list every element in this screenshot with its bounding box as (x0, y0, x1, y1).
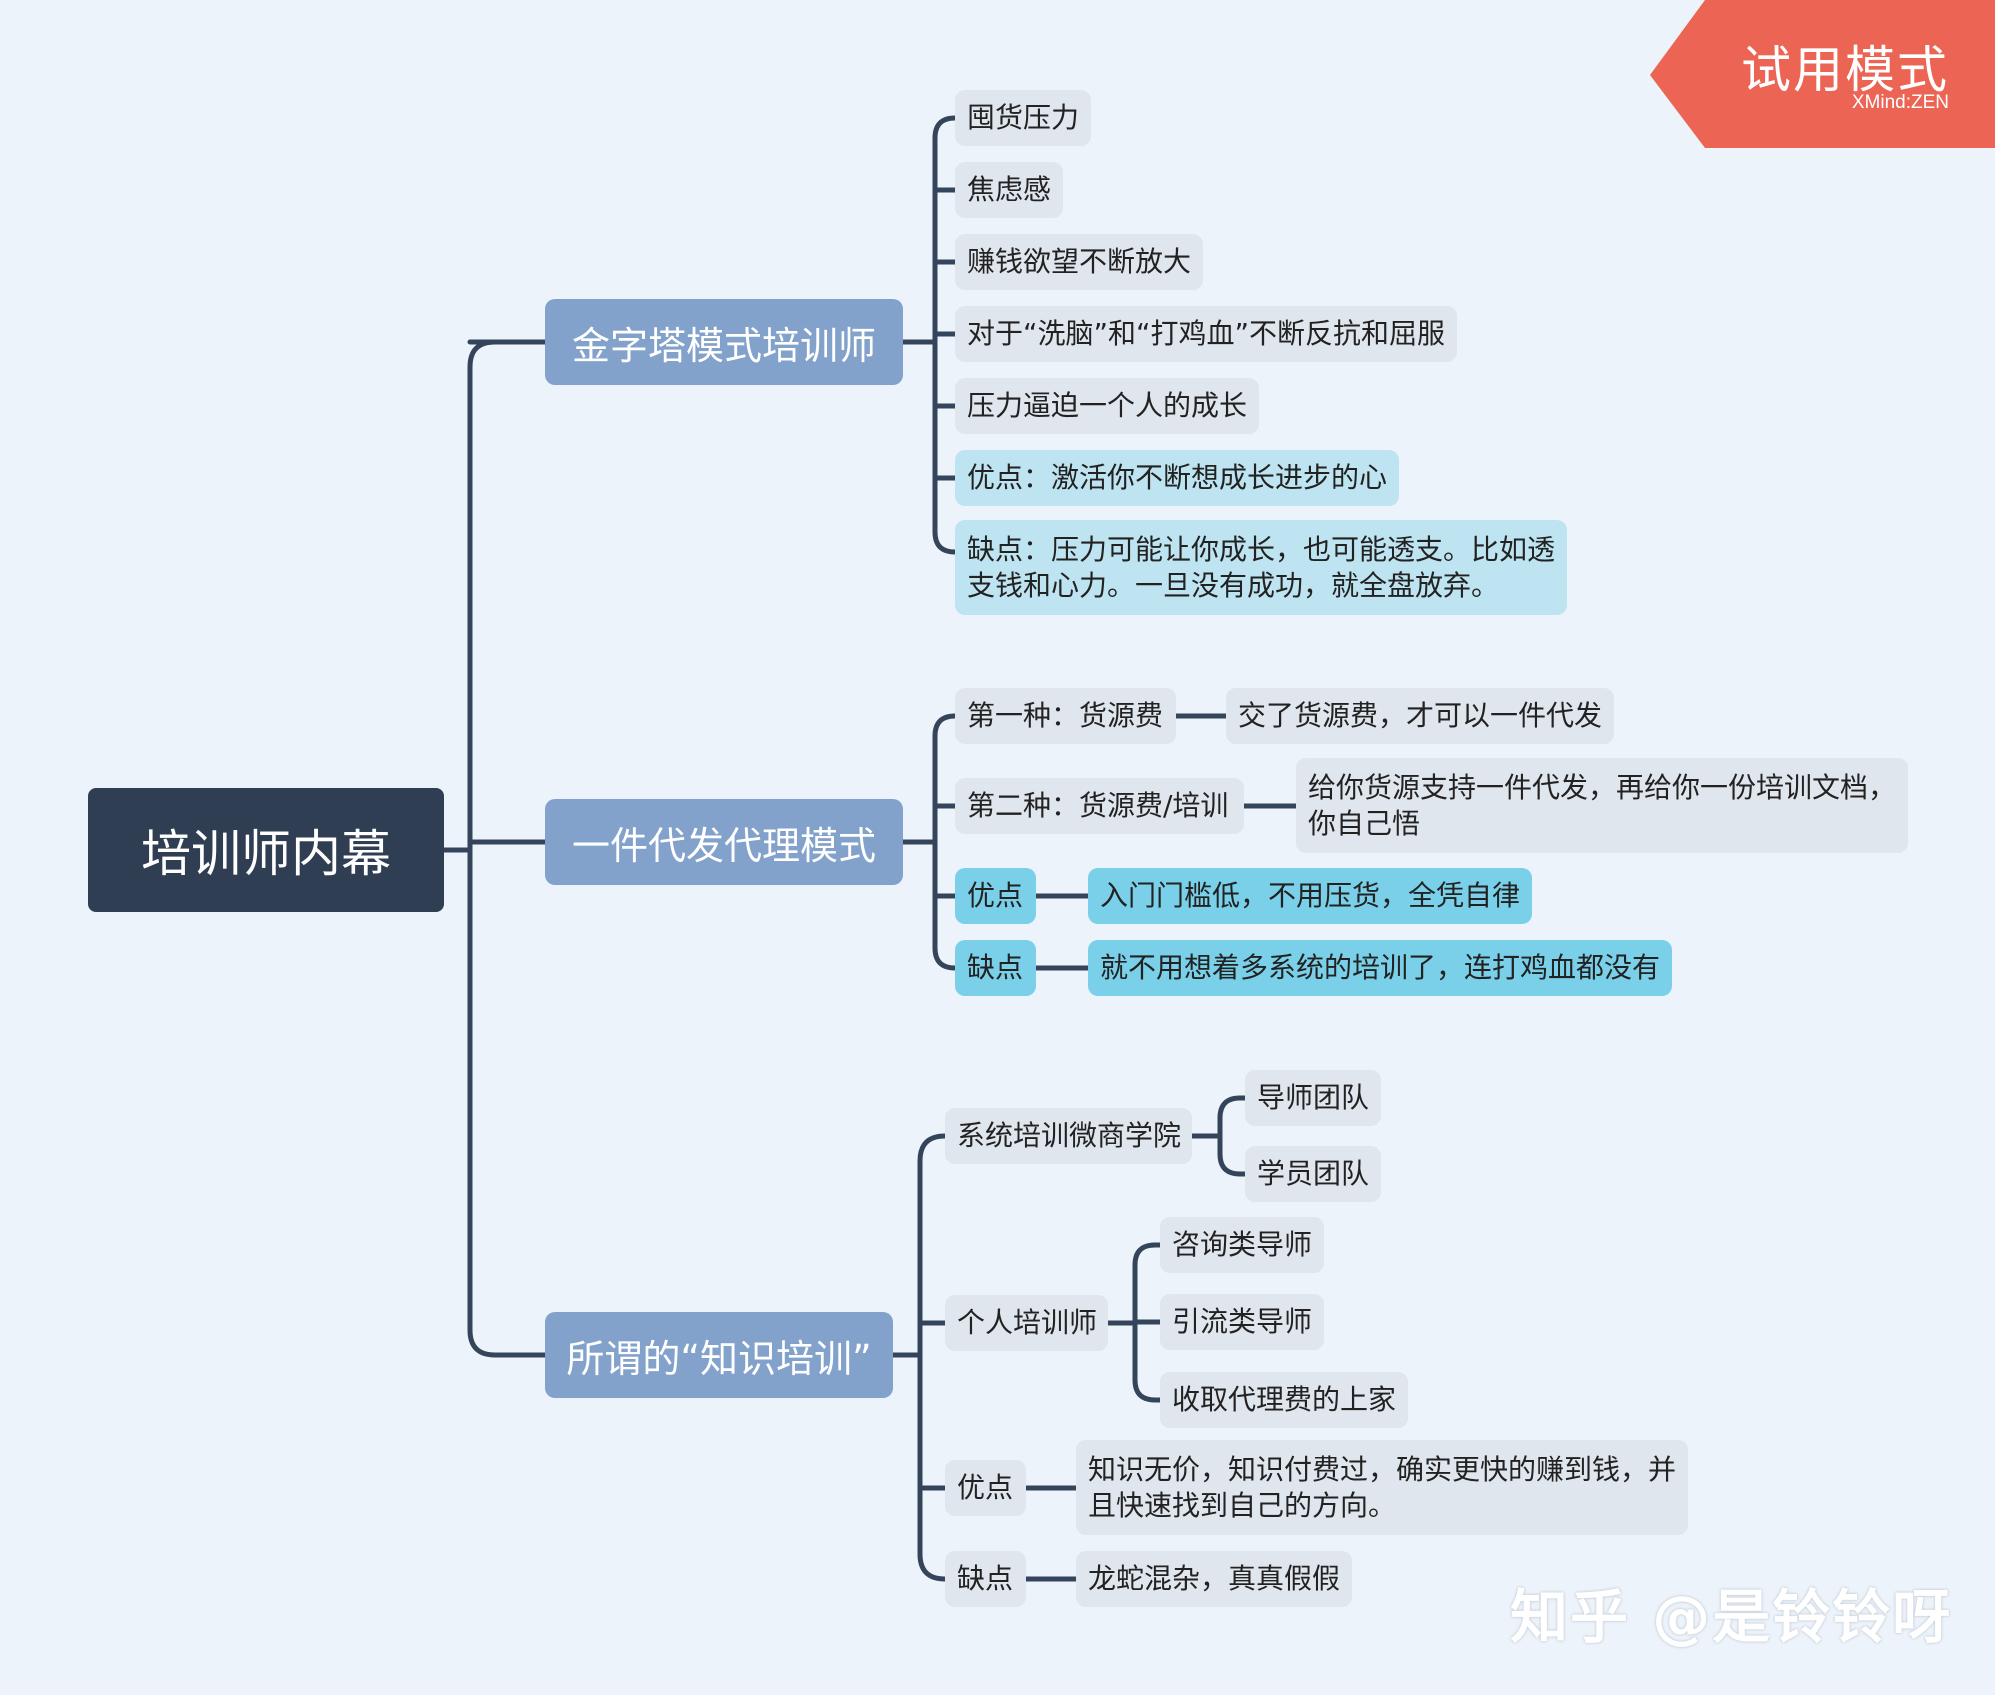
leaf-cons-dropship[interactable]: 缺点 (955, 940, 1036, 996)
leaf-type-two-detail[interactable]: 给你货源支持一件代发，再给你一份培训文档，你自己悟 (1296, 758, 1908, 853)
leaf-student-team[interactable]: 学员团队 (1245, 1146, 1382, 1202)
leaf-type-two[interactable]: 第二种：货源费/培训 (955, 778, 1244, 834)
branch-dropship-agent[interactable]: 一件代发代理模式 (545, 799, 903, 885)
leaf-pros-dropship[interactable]: 优点 (955, 868, 1036, 924)
leaf-pros-knowledge-detail[interactable]: 知识无价，知识付费过，确实更快的赚到钱，并且快速找到自己的方向。 (1076, 1440, 1688, 1535)
branch-knowledge-training[interactable]: 所谓的“知识培训” (545, 1312, 893, 1398)
leaf-pros-knowledge[interactable]: 优点 (945, 1460, 1026, 1516)
leaf-traffic-mentor[interactable]: 引流类导师 (1160, 1294, 1325, 1350)
zhihu-watermark: 知乎 @是铃铃呀 (1510, 1583, 1953, 1651)
leaf-brainwash[interactable]: 对于“洗脑”和“打鸡血”不断反抗和屈服 (955, 306, 1458, 362)
trial-mode-title: 试用模式 (1741, 41, 1949, 99)
leaf-cons-knowledge[interactable]: 缺点 (945, 1551, 1026, 1607)
root-node[interactable]: 培训师内幕 (88, 788, 444, 912)
leaf-type-one-detail[interactable]: 交了货源费，才可以一件代发 (1226, 688, 1615, 744)
leaf-money-desire[interactable]: 赚钱欲望不断放大 (955, 234, 1204, 290)
leaf-cons-pyramid[interactable]: 缺点：压力可能让你成长，也可能透支。比如透支钱和心力。一旦没有成功，就全盘放弃。 (955, 520, 1567, 615)
leaf-mentor-team[interactable]: 导师团队 (1245, 1070, 1382, 1126)
branch-pyramid-trainer[interactable]: 金字塔模式培训师 (545, 299, 903, 385)
leaf-wechat-academy[interactable]: 系统培训微商学院 (945, 1108, 1192, 1164)
leaf-pros-pyramid[interactable]: 优点：激活你不断想成长进步的心 (955, 450, 1400, 506)
trial-mode-badge: 试用模式 XMind:ZEN (1650, 0, 1995, 148)
leaf-personal-trainer[interactable]: 个人培训师 (945, 1295, 1108, 1351)
leaf-type-one[interactable]: 第一种：货源费 (955, 688, 1176, 744)
leaf-inventory-pressure[interactable]: 囤货压力 (955, 90, 1092, 146)
xmind-zen-logo: XMind:ZEN (1851, 92, 1949, 113)
leaf-pressure-growth[interactable]: 压力逼迫一个人的成长 (955, 378, 1260, 434)
leaf-anxiety[interactable]: 焦虑感 (955, 162, 1064, 218)
leaf-cons-knowledge-detail[interactable]: 龙蛇混杂，真真假假 (1076, 1551, 1353, 1607)
leaf-agency-fee-upline[interactable]: 收取代理费的上家 (1160, 1372, 1409, 1428)
leaf-cons-dropship-detail[interactable]: 就不用想着多系统的培训了，连打鸡血都没有 (1088, 940, 1673, 996)
leaf-pros-dropship-detail[interactable]: 入门门槛低，不用压货，全凭自律 (1088, 868, 1533, 924)
leaf-consulting-mentor[interactable]: 咨询类导师 (1160, 1217, 1325, 1273)
